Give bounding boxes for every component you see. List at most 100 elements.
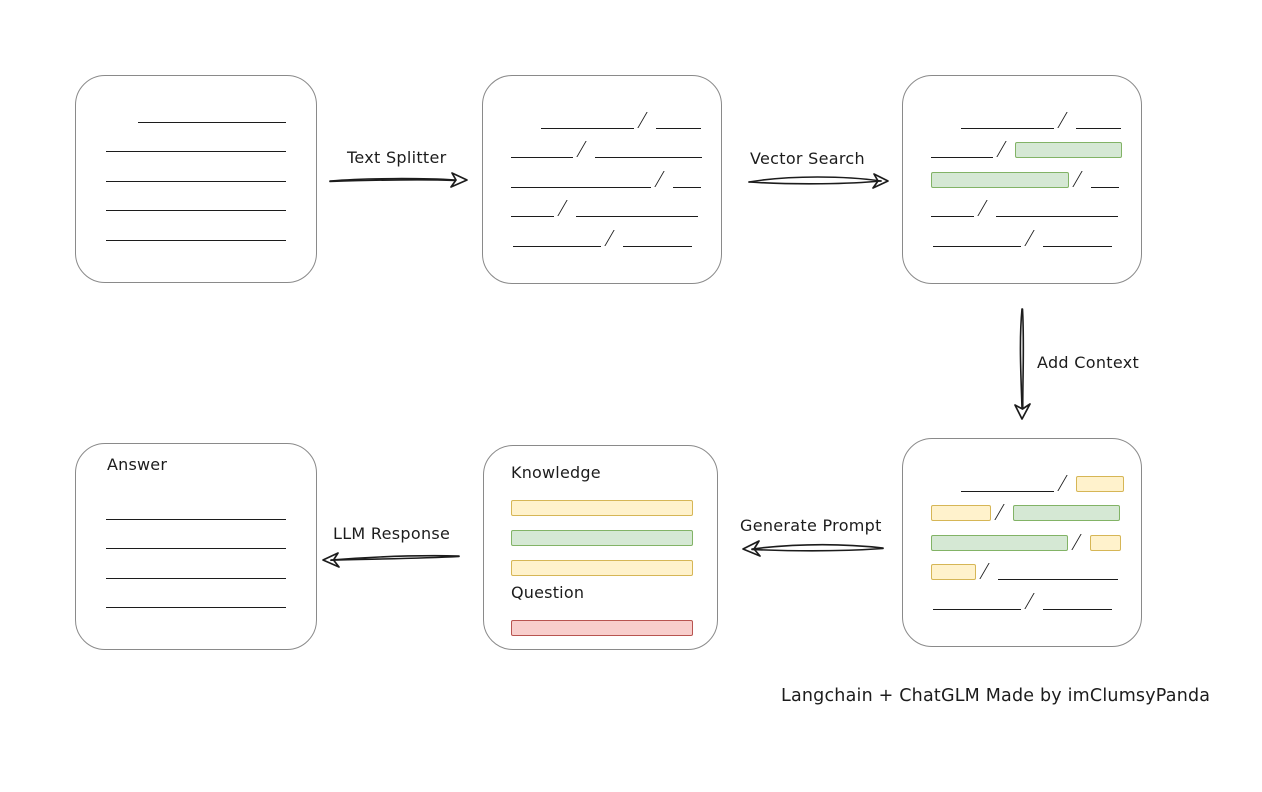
credit-caption: Langchain + ChatGLM Made by imClumsyPand… <box>781 686 1211 706</box>
context_chunks-row <box>931 521 1141 551</box>
source_document-row <box>138 93 316 123</box>
matched_chunks-row <box>933 217 1141 247</box>
split-chunks-box <box>482 75 722 284</box>
slash-separator-icon <box>994 504 1012 520</box>
text-line <box>511 216 554 217</box>
green-chunk <box>1015 142 1122 158</box>
text-line <box>513 245 601 247</box>
split-chunks-content <box>483 76 721 283</box>
add-context-arrow-icon <box>1014 308 1031 420</box>
prompt-heading: Question <box>511 583 585 602</box>
text-line <box>673 186 701 188</box>
split_chunks-row <box>541 99 721 129</box>
text-line <box>961 127 1054 129</box>
context_chunks-row <box>931 492 1141 521</box>
answer-content: Answer <box>76 444 316 649</box>
text-line <box>961 490 1054 492</box>
answer-row <box>106 490 316 520</box>
slash-separator-icon <box>979 563 997 579</box>
text-line <box>138 121 286 123</box>
answer-row: Answer <box>107 448 316 478</box>
llm-response-arrow-icon <box>322 552 460 568</box>
context_chunks-row <box>961 462 1141 492</box>
matched_chunks-row <box>961 99 1141 129</box>
prompt-heading: Knowledge <box>511 463 601 482</box>
split_chunks-row <box>511 158 721 188</box>
context_chunks-row <box>933 580 1141 610</box>
split_chunks-row <box>511 129 721 158</box>
prompt-row <box>511 516 717 546</box>
answer-heading: Answer <box>107 455 168 474</box>
text-line <box>511 186 651 188</box>
vector-search-label: Vector Search <box>750 149 865 168</box>
text-line <box>106 210 286 211</box>
matched-chunks-content <box>903 76 1141 283</box>
slash-separator-icon <box>576 141 594 157</box>
green-chunk <box>1013 505 1120 521</box>
text-line <box>106 239 286 241</box>
text-line <box>106 577 286 579</box>
source_document-row <box>106 123 316 152</box>
llm-response-label: LLM Response <box>333 524 451 543</box>
text-line <box>1091 186 1119 188</box>
source_document-row <box>106 211 316 241</box>
answer-row <box>106 549 316 579</box>
matched_chunks-row <box>931 158 1141 188</box>
text-line <box>1043 608 1112 610</box>
text-line <box>623 245 692 247</box>
answer-box: Answer <box>75 443 317 650</box>
text-line <box>106 518 286 520</box>
split_chunks-row <box>511 188 721 217</box>
text-line <box>656 127 701 129</box>
context_chunks-row <box>931 551 1141 580</box>
text-line <box>998 579 1118 580</box>
yellow-chunk <box>1090 534 1121 551</box>
slash-separator-icon <box>637 111 655 128</box>
text-line <box>576 216 698 217</box>
add-context-label: Add Context <box>1037 353 1140 372</box>
text-line <box>931 157 993 158</box>
text-line <box>933 608 1021 610</box>
answer-row <box>106 520 316 549</box>
slash-separator-icon <box>1024 592 1042 609</box>
text-line <box>106 151 286 152</box>
text-line <box>1043 245 1112 247</box>
source_document-row <box>106 182 316 211</box>
prompt-row <box>511 486 717 516</box>
prompt-row <box>511 606 717 636</box>
slash-separator-icon <box>1072 170 1090 187</box>
text-line <box>931 216 974 217</box>
slash-separator-icon <box>1057 111 1075 128</box>
yellow-chunk <box>511 500 693 516</box>
context-chunks-box <box>902 438 1142 647</box>
vector-search-arrow-icon <box>748 173 889 189</box>
text-line <box>1076 127 1121 129</box>
red-chunk <box>511 620 693 636</box>
prompt-row: Question <box>511 576 717 606</box>
slash-separator-icon <box>1057 474 1075 491</box>
yellow-chunk <box>931 564 976 580</box>
slash-separator-icon <box>654 170 672 187</box>
slash-separator-icon <box>557 200 575 216</box>
slash-separator-icon <box>1071 533 1089 550</box>
slash-separator-icon <box>996 141 1014 157</box>
slash-separator-icon <box>604 229 622 246</box>
prompt-row: Knowledge <box>511 456 717 486</box>
text-line <box>595 157 702 158</box>
yellow-chunk <box>511 560 693 576</box>
generate-prompt-arrow-icon <box>742 540 884 557</box>
green-chunk <box>511 530 693 546</box>
source_document-row <box>106 152 316 182</box>
slash-separator-icon <box>977 200 995 216</box>
yellow-chunk <box>1076 475 1124 492</box>
text-splitter-arrow-icon <box>329 172 468 188</box>
text-line <box>106 607 286 608</box>
yellow-chunk <box>931 505 991 521</box>
text-line <box>106 180 286 182</box>
text-line <box>933 245 1021 247</box>
green-chunk <box>931 534 1068 551</box>
matched_chunks-row <box>931 188 1141 217</box>
